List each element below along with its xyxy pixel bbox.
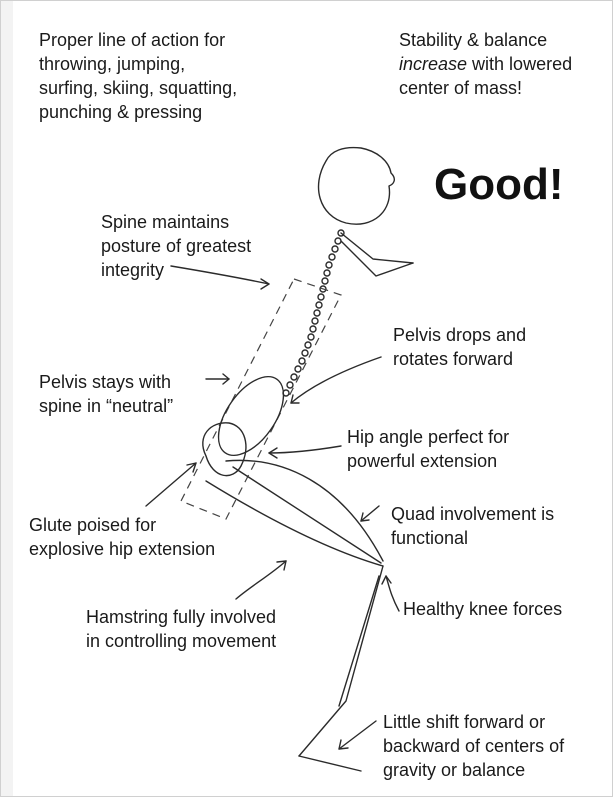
annotation-line: posture of greatest: [101, 234, 251, 258]
balance-arrow: [339, 721, 376, 749]
intro-right-text: Stability & balance increase with lowere…: [399, 28, 572, 100]
annotation-line: Pelvis stays with: [39, 370, 173, 394]
headline-good: Good!: [434, 161, 564, 209]
annotation-line: rotates forward: [393, 347, 526, 371]
hamstring-arrow: [236, 561, 286, 599]
intro-left-line: throwing, jumping,: [39, 52, 237, 76]
intro-right-line-2: increase with lowered: [399, 52, 572, 76]
knee-arrow: [386, 576, 399, 611]
arm-upper: [341, 233, 413, 263]
annotation-balance: Little shift forward or backward of cent…: [383, 710, 564, 782]
annotation-line: Spine maintains: [101, 210, 251, 234]
annotation-line: Healthy knee forces: [403, 597, 562, 621]
thigh-lower: [206, 481, 383, 566]
annotation-line: Little shift forward or: [383, 710, 564, 734]
thigh-upper: [226, 460, 383, 561]
annotation-hip-angle: Hip angle perfect for powerful extension: [347, 425, 509, 473]
spine-arrow-head: [261, 279, 269, 289]
annotation-pelvis-neutral: Pelvis stays with spine in “neutral”: [39, 370, 173, 418]
thigh-midline: [233, 467, 381, 563]
annotation-line: Hip angle perfect for: [347, 425, 509, 449]
pelvis-drops-arrow: [291, 357, 381, 403]
annotation-line: in controlling movement: [86, 629, 276, 653]
annotation-line: functional: [391, 526, 554, 550]
quad-arrow: [361, 506, 379, 521]
annotation-line: spine in “neutral”: [39, 394, 173, 418]
annotation-pelvis-drops: Pelvis drops and rotates forward: [393, 323, 526, 371]
intro-right-line-2-rest: with lowered: [467, 54, 572, 74]
annotation-line: Hamstring fully involved: [86, 605, 276, 629]
intro-right-line: Stability & balance: [399, 28, 572, 52]
head-outline: [319, 148, 395, 225]
arm-lower: [341, 241, 413, 276]
foot-line: [299, 756, 361, 771]
annotation-quad: Quad involvement is functional: [391, 502, 554, 550]
shin-line: [299, 566, 383, 756]
pelvis-ellipse: [206, 365, 297, 466]
annotation-line: powerful extension: [347, 449, 509, 473]
glute-outline: [203, 423, 246, 476]
annotation-line: Pelvis drops and: [393, 323, 526, 347]
annotation-line: backward of centers of: [383, 734, 564, 758]
intro-left-text: Proper line of action for throwing, jump…: [39, 28, 237, 124]
intro-left-line: surfing, skiing, squatting,: [39, 76, 237, 100]
annotation-line: explosive hip extension: [29, 537, 215, 561]
intro-left-line: punching & pressing: [39, 100, 237, 124]
annotation-line: gravity or balance: [383, 758, 564, 782]
intro-right-line: center of mass!: [399, 76, 572, 100]
annotation-spine: Spine maintains posture of greatest inte…: [101, 210, 251, 282]
annotation-knee: Healthy knee forces: [403, 597, 562, 621]
annotation-line: Glute poised for: [29, 513, 215, 537]
hip-angle-arrow: [269, 446, 341, 453]
annotation-line: integrity: [101, 258, 251, 282]
shin-back: [339, 576, 379, 706]
annotation-line: Quad involvement is: [391, 502, 554, 526]
emphasis-increase: increase: [399, 54, 467, 74]
annotation-hamstring: Hamstring fully involved in controlling …: [86, 605, 276, 653]
annotation-glute: Glute poised for explosive hip extension: [29, 513, 215, 561]
glute-arrow: [146, 463, 196, 506]
spine-vertebrae: [283, 230, 344, 396]
intro-left-line: Proper line of action for: [39, 28, 237, 52]
